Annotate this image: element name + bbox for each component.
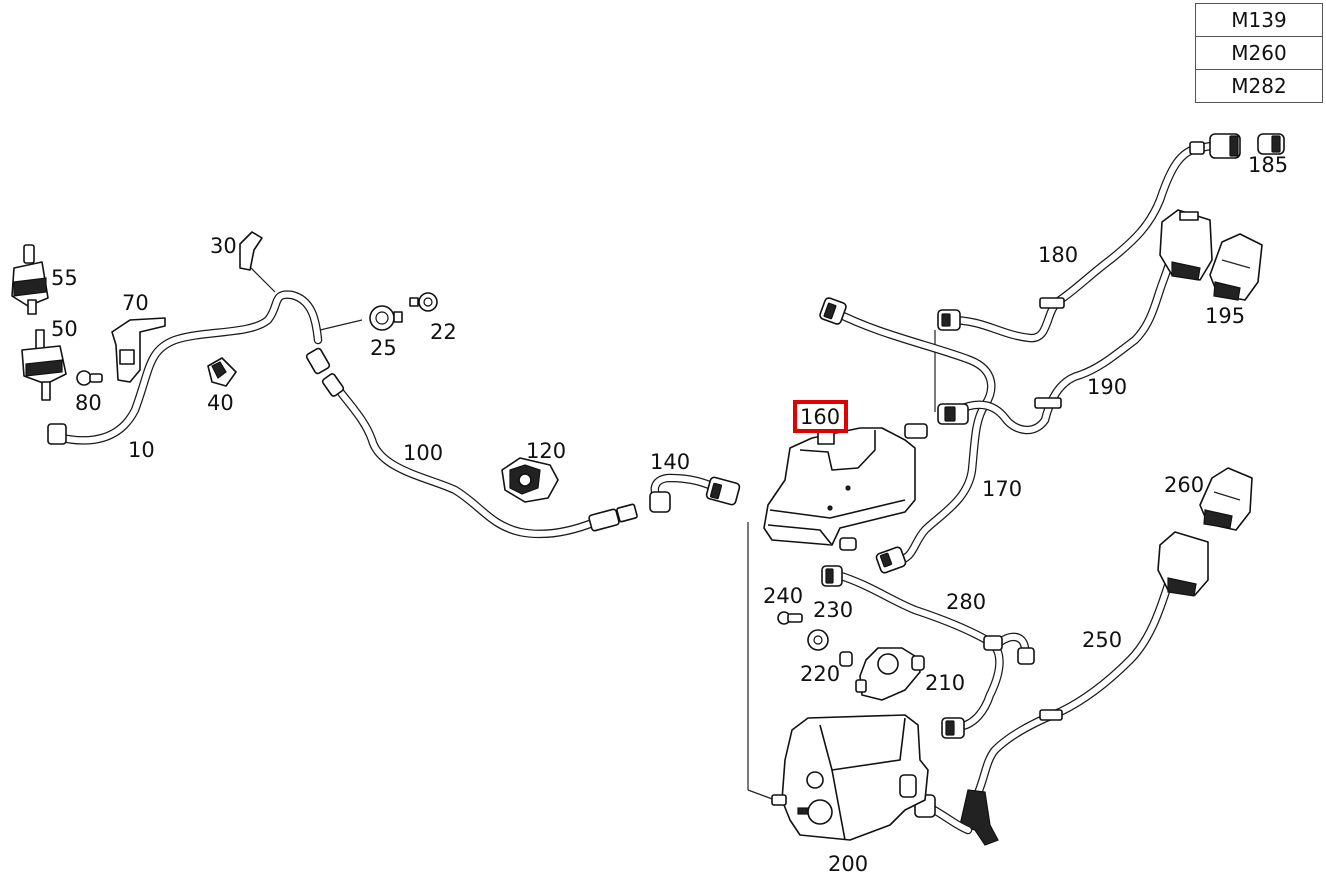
bracket-70[interactable]	[111, 317, 166, 383]
clip-30[interactable]	[239, 231, 263, 271]
label-80[interactable]: 80	[75, 391, 102, 415]
label-70[interactable]: 70	[122, 291, 149, 315]
leader-lines	[244, 261, 936, 801]
hose-10[interactable]	[47, 290, 323, 445]
label-140[interactable]: 140	[650, 450, 690, 474]
label-280[interactable]: 280	[946, 590, 986, 614]
label-200[interactable]: 200	[828, 852, 868, 876]
tank-160[interactable]	[763, 423, 928, 551]
label-160[interactable]: 160	[800, 405, 840, 429]
hose-190[interactable]	[937, 245, 1177, 435]
label-22[interactable]: 22	[430, 320, 457, 344]
label-195[interactable]: 195	[1205, 304, 1245, 328]
pump-210[interactable]	[855, 647, 925, 701]
washer-230[interactable]	[807, 629, 829, 651]
highlight-box	[793, 400, 848, 433]
label-240[interactable]: 240	[763, 584, 803, 608]
label-185[interactable]: 185	[1248, 153, 1288, 177]
valve-260[interactable]	[1199, 467, 1253, 531]
label-40[interactable]: 40	[207, 391, 234, 415]
hose-100[interactable]	[305, 347, 638, 539]
label-190[interactable]: 190	[1087, 375, 1127, 399]
label-260[interactable]: 260	[1164, 473, 1204, 497]
label-10[interactable]: 10	[128, 438, 155, 462]
cap-185[interactable]	[1257, 133, 1285, 155]
label-30[interactable]: 30	[210, 234, 237, 258]
label-100[interactable]: 100	[403, 441, 443, 465]
valve-50[interactable]	[21, 329, 67, 401]
connector-250[interactable]	[1157, 531, 1209, 597]
valve-195[interactable]	[1209, 233, 1263, 301]
bolt-80[interactable]	[76, 370, 103, 386]
canister-200[interactable]	[771, 714, 929, 841]
connector-190[interactable]	[1159, 209, 1213, 281]
engine-code-table: M139 M260 M282	[1195, 3, 1323, 103]
clamp-25[interactable]	[369, 305, 403, 331]
label-25[interactable]: 25	[370, 336, 397, 360]
sleeve-220[interactable]	[839, 651, 853, 667]
hose-180[interactable]	[937, 133, 1241, 343]
hose-140[interactable]	[649, 473, 741, 513]
engine-code-cell: M139	[1195, 3, 1323, 37]
valve-55[interactable]	[11, 244, 49, 315]
hose-280[interactable]	[821, 565, 1035, 739]
label-250[interactable]: 250	[1082, 628, 1122, 652]
hose-170[interactable]	[819, 297, 996, 574]
label-180[interactable]: 180	[1038, 243, 1078, 267]
label-55[interactable]: 55	[51, 266, 78, 290]
label-170[interactable]: 170	[982, 477, 1022, 501]
label-120[interactable]: 120	[526, 439, 566, 463]
label-210[interactable]: 210	[925, 671, 965, 695]
label-220[interactable]: 220	[800, 662, 840, 686]
clamp-22[interactable]	[409, 292, 438, 312]
bolt-240[interactable]	[777, 611, 803, 625]
clip-120[interactable]	[501, 457, 559, 503]
label-230[interactable]: 230	[813, 598, 853, 622]
part-labels: 10 22 25 30 40 50 55 70 80 100 120 140 1…	[51, 153, 1288, 876]
clip-40[interactable]	[207, 357, 237, 387]
engine-code-cell: M260	[1195, 36, 1323, 70]
hose-250[interactable]	[914, 580, 1173, 846]
engine-code-cell: M282	[1195, 69, 1323, 103]
label-50[interactable]: 50	[51, 317, 78, 341]
